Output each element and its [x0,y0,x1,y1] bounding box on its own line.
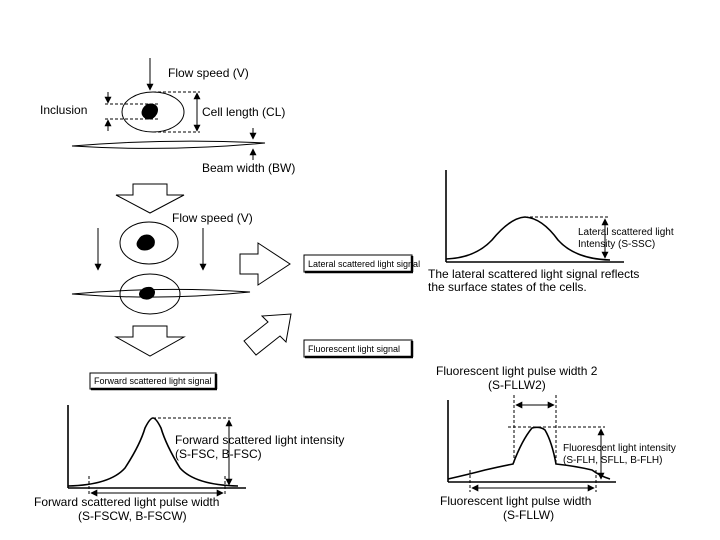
cell-length-label: Cell length (CL) [202,105,285,119]
fluor-width-label-1: Fluorescent light pulse width [440,494,591,508]
fluor-intensity-label-2: (S-FLH, SFLL, B-FLH) [563,455,662,466]
inclusion-nucleus-top [141,103,158,120]
fluor-pw2-label-2: (S-FLLW2) [488,378,546,392]
forward-plot: Forward scattered light intensity (S-FSC… [34,405,344,523]
cell-geometry-section: Flow speed (V) Inclusion Cell length (CL… [40,58,295,175]
forward-width-label-1: Forward scattered light pulse width [34,495,219,509]
nucleus-lower [139,286,155,300]
forward-signal-box: Forward scattered light signal [89,372,218,391]
lateral-plot: Lateral scattered light Intensity (S-SSC… [428,170,674,294]
fluorescent-signal-label: Fluorescent light signal [308,344,400,354]
lateral-intensity-label-2: Intensity (S-SSC) [578,239,655,250]
hollow-down-arrow-1 [115,183,185,214]
flow-speed-label-top: Flow speed (V) [168,66,249,80]
cell-outline-upper [119,221,179,265]
lateral-signal-box: Lateral scattered light signal [303,254,420,274]
lateral-caption-2: the surface states of the cells. [428,280,587,294]
hollow-diagonal-arrow [243,313,292,356]
forward-intensity-label-1: Forward scattered light intensity [175,433,344,447]
lateral-caption-1: The lateral scattered light signal refle… [428,267,639,281]
cell-outline-lower [119,273,181,315]
hollow-down-arrow-2 [114,325,186,357]
inclusion-label: Inclusion [40,103,87,117]
fluorescent-signal-box: Fluorescent light signal [303,339,414,359]
flow-speed-label-middle: Flow speed (V) [172,211,253,225]
forward-signal-label: Forward scattered light signal [94,376,212,386]
cell-passing-section: Flow speed (V) [71,211,253,315]
nucleus-upper [136,234,155,251]
fluorescent-plot: Fluorescent light pulse width 2 (S-FLLW2… [436,364,676,522]
laser-beam-top [71,140,266,149]
fluor-pw2-label-1: Fluorescent light pulse width 2 [436,364,598,378]
fluor-width-label-2: (S-FLLW) [503,508,554,522]
hollow-right-arrow [239,242,291,286]
laser-beam-middle [71,288,251,298]
lateral-signal-label: Lateral scattered light signal [308,259,420,269]
forward-intensity-label-2: (S-FSC, B-FSC) [175,447,262,461]
beam-width-label: Beam width (BW) [202,161,295,175]
fluor-intensity-label-1: Fluorescent light intensity [563,443,676,454]
lateral-intensity-label-1: Lateral scattered light [578,227,674,238]
forward-width-label-2: (S-FSCW, B-FSCW) [78,509,187,523]
